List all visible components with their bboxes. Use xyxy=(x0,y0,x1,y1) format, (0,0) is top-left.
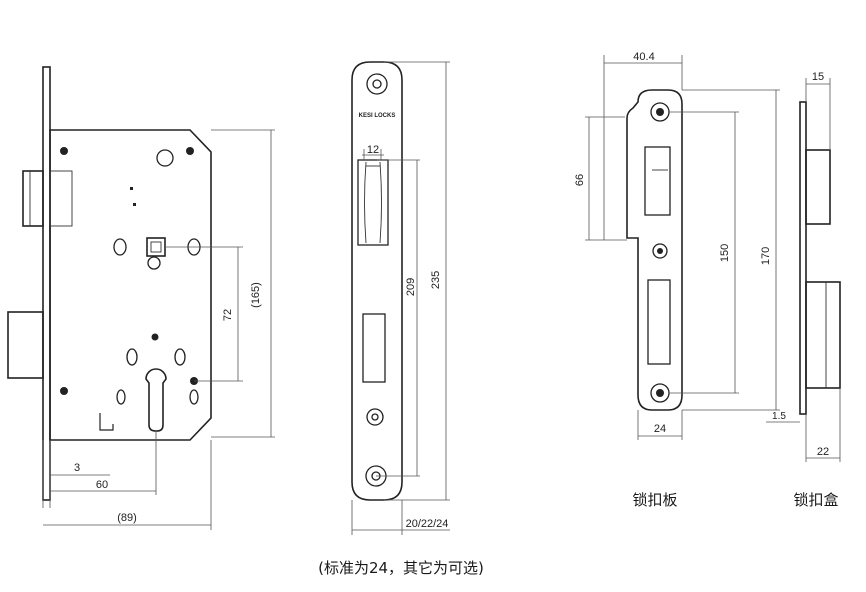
dim-backset: 60 xyxy=(96,479,108,491)
case-screw xyxy=(186,147,194,155)
strike-plate-caption: 锁扣板 xyxy=(632,491,677,509)
lock-case xyxy=(49,129,212,441)
strike-box: 15 22 锁扣盒 xyxy=(793,71,841,509)
strike-plate: 40.4 66 150 170 1.5 24 锁扣板 xyxy=(574,51,800,509)
dim-strike-offset: 1.5 xyxy=(772,411,786,422)
dim-latch-to-bottom: 209 xyxy=(405,278,417,296)
strike-deadbolt-slot xyxy=(647,279,671,365)
case-screw xyxy=(151,333,159,341)
dim-strike-height: 170 xyxy=(760,247,772,265)
dim-backset-small: 3 xyxy=(74,462,80,474)
dim-strike-top-width: 40.4 xyxy=(633,51,654,63)
dim-latch-width: 12 xyxy=(367,144,379,156)
lock-front-plate xyxy=(42,66,51,501)
faceplate-logo: KESI LOCKS xyxy=(359,113,396,119)
deadbolt-slot xyxy=(362,313,386,383)
dim-faceplate-total: 235 xyxy=(430,271,442,289)
dim-lock-depth: (89) xyxy=(117,512,137,524)
dim-handle-to-cylinder: 72 xyxy=(222,309,234,321)
case-screw xyxy=(60,387,68,395)
deadbolt xyxy=(7,311,44,379)
lock-body: (165) 72 3 60 (89) xyxy=(7,66,275,530)
cylinder-cutout xyxy=(145,368,167,432)
case-screw xyxy=(60,147,68,155)
dim-faceplate-width: 20/22/24 xyxy=(406,518,449,530)
strike-box-upper xyxy=(805,149,831,225)
strike-box-lower xyxy=(805,281,841,389)
dim-strike-width: 24 xyxy=(654,423,666,435)
dim-strike-hole-spacing: 150 xyxy=(719,244,731,262)
faceplate-outline xyxy=(351,61,403,501)
latch-bolt xyxy=(22,170,44,227)
latch-slot xyxy=(357,159,389,246)
footnote: (标准为24，其它为可选) xyxy=(318,559,484,577)
handle-spindle xyxy=(146,237,166,257)
strike-latch-slot xyxy=(644,146,671,216)
dim-box-top-depth: 15 xyxy=(812,71,824,83)
strike-box-caption: 锁扣盒 xyxy=(793,491,838,509)
dim-strike-upper-height: 66 xyxy=(574,174,586,186)
faceplate: KESI LOCKS 12 209 235 20/22/24 xyxy=(351,61,450,535)
dim-lock-height: (165) xyxy=(250,282,262,308)
dim-box-bottom-width: 22 xyxy=(817,446,829,458)
strike-box-plate xyxy=(799,101,807,415)
